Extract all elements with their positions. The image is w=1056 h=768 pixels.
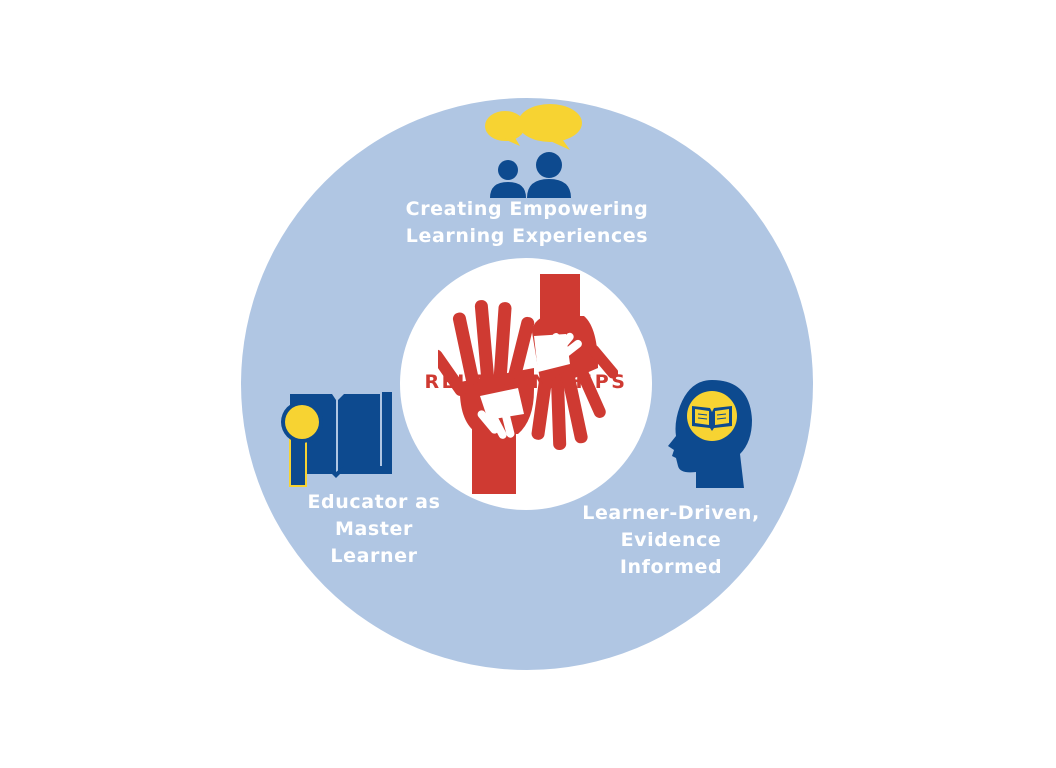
left-label-line: Master — [335, 518, 413, 540]
book-magnifier-icon — [281, 392, 392, 487]
top-label: Creating Empowering Learning Experiences — [377, 196, 677, 250]
center-title: RELATIONSHIPS — [424, 371, 628, 393]
left-label-line: Learner — [330, 545, 418, 567]
head-book-icon — [668, 380, 752, 488]
people-speech-bubbles-icon — [485, 104, 582, 198]
right-label-line: Informed — [619, 556, 723, 578]
top-label-line: Learning Experiences — [405, 225, 649, 247]
left-label-line: Educator as — [307, 491, 441, 513]
top-label-line: Creating Empowering — [405, 198, 649, 220]
left-label: Educator as Master Learner — [284, 489, 464, 570]
right-label-line: Learner-Driven, — [582, 502, 760, 524]
right-label-line: Evidence — [620, 529, 722, 551]
helping-hands-icon — [438, 274, 618, 494]
right-label: Learner-Driven, Evidence Informed — [567, 500, 775, 581]
